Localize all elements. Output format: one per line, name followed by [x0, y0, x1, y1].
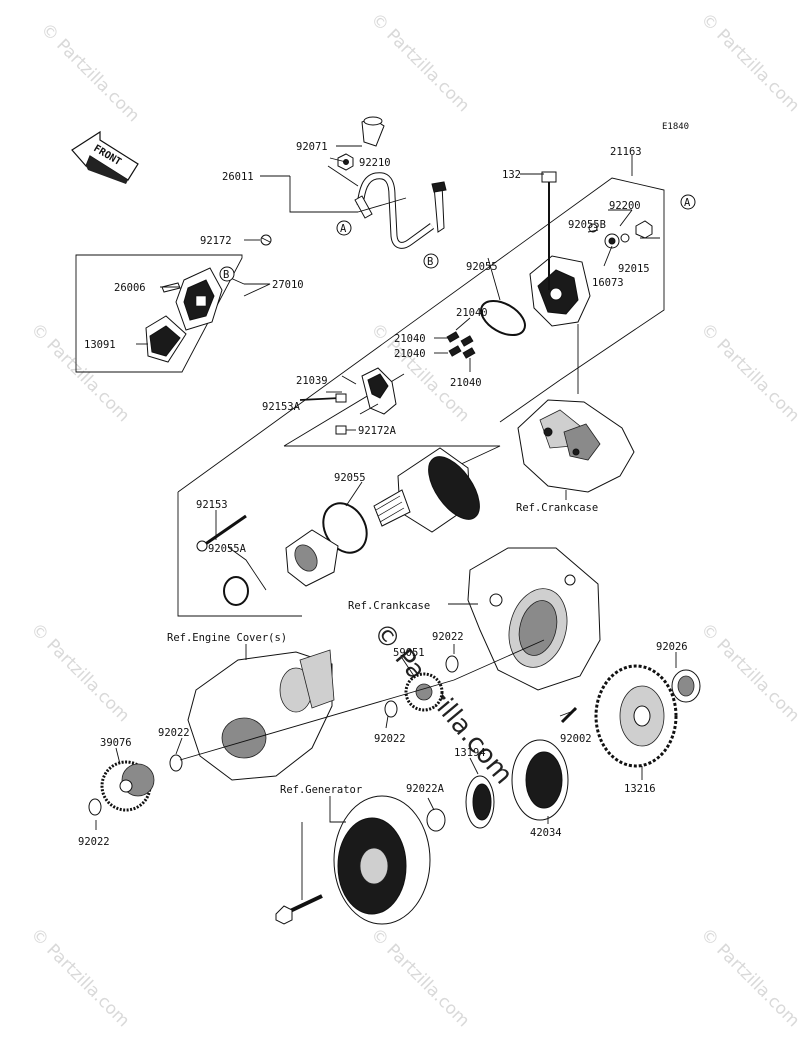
watermark-text: © Partzilla.com — [696, 9, 800, 116]
part-label-92055a: 92055A — [208, 543, 247, 555]
washer-92022 — [88, 655, 459, 816]
idle-gear-39076 — [100, 760, 155, 812]
generator-rotor — [275, 795, 431, 925]
callout-b: B — [427, 256, 433, 268]
watermark-text: © Partzilla.com — [696, 319, 800, 426]
part-label-39076: 39076 — [100, 737, 132, 749]
starter-end-cover — [480, 171, 653, 337]
part-label-21163: 21163 — [610, 146, 642, 158]
part-label-21039: 21039 — [296, 375, 328, 387]
watermark-text: © Partzilla.com — [26, 619, 133, 726]
part-label-92022: 92022 — [158, 727, 190, 739]
part-label-92022a: 92022A — [406, 783, 445, 795]
ref-crankcase-label: Ref.Crankcase — [348, 600, 430, 612]
part-label-42034: 42034 — [530, 827, 562, 839]
part-label-26006: 26006 — [114, 282, 146, 294]
part-label-92022: 92022 — [78, 836, 110, 848]
engine-cover — [187, 649, 335, 781]
part-label-27010: 27010 — [272, 279, 304, 291]
ref-generator-label: Ref.Generator — [280, 784, 362, 796]
crankcase-upper — [517, 399, 635, 493]
part-label-92022: 92022 — [374, 733, 406, 745]
watermark-text: © Partzilla.com — [696, 924, 800, 1031]
starter-frame-lines — [177, 177, 665, 617]
part-label-92022: 92022 — [432, 631, 464, 643]
part-label-21040: 21040 — [450, 377, 482, 389]
part-label-92153a: 92153A — [262, 401, 301, 413]
starter-cable-group — [337, 116, 447, 249]
watermark-text: © Partzilla.com — [366, 9, 473, 116]
watermark-text: © Partzilla.com — [366, 924, 473, 1031]
reference-labels: Ref.Crankcase Ref.Crankcase Ref.Engine C… — [167, 502, 598, 796]
part-label-13216: 13216 — [624, 783, 656, 795]
callout-a: A — [340, 223, 347, 235]
part-label-21040: 21040 — [394, 333, 426, 345]
starter-front-cover — [196, 514, 339, 606]
part-label-92172: 92172 — [200, 235, 232, 247]
part-label-92055b: 92055B — [568, 219, 606, 231]
part-labels: 92071 92210 26011 92172 26006 27010 1309… — [78, 141, 688, 848]
callout-markers: A B B A — [219, 194, 696, 282]
part-label-59051: 59051 — [393, 647, 425, 659]
starter-relay-group — [75, 234, 272, 373]
watermark-text: © Partzilla.com — [36, 19, 143, 126]
part-label-92026: 92026 — [656, 641, 688, 653]
part-label-26011: 26011 — [222, 171, 254, 183]
starter-yoke — [322, 447, 480, 554]
starter-clutch-group — [426, 664, 701, 832]
part-label-92200: 92200 — [609, 200, 641, 212]
diagram-code: E1840 — [662, 122, 689, 132]
part-label-21040: 21040 — [456, 307, 488, 319]
part-label-92071: 92071 — [296, 141, 328, 153]
part-label-21040: 21040 — [394, 348, 426, 360]
leader-lines — [95, 145, 677, 900]
watermark-text: © Partzilla.com — [696, 619, 800, 726]
part-label-92210: 92210 — [359, 157, 391, 169]
watermark-text: © Partzilla.com — [26, 924, 133, 1031]
callout-a: A — [684, 197, 691, 209]
part-label-92153: 92153 — [196, 499, 228, 511]
crankcase-lower — [467, 547, 601, 691]
brush-holder — [299, 367, 397, 435]
part-label-132: 132 — [502, 169, 521, 181]
part-label-13194: 13194 — [454, 747, 486, 759]
part-label-92172a: 92172A — [358, 425, 397, 437]
ref-crankcase-label: Ref.Crankcase — [516, 502, 598, 514]
front-direction-arrow: FRONT — [71, 130, 139, 184]
ref-engine-cover-label: Ref.Engine Cover(s) — [167, 632, 287, 644]
brush-set — [446, 331, 476, 359]
part-label-92002: 92002 — [560, 733, 592, 745]
part-label-92055: 92055 — [466, 261, 498, 273]
watermark-text: © Partzilla.com — [26, 319, 133, 426]
part-label-16073: 16073 — [592, 277, 624, 289]
part-label-13091: 13091 — [84, 339, 116, 351]
part-label-92055: 92055 — [334, 472, 366, 484]
part-label-92015: 92015 — [618, 263, 650, 275]
callout-b: B — [223, 269, 229, 281]
